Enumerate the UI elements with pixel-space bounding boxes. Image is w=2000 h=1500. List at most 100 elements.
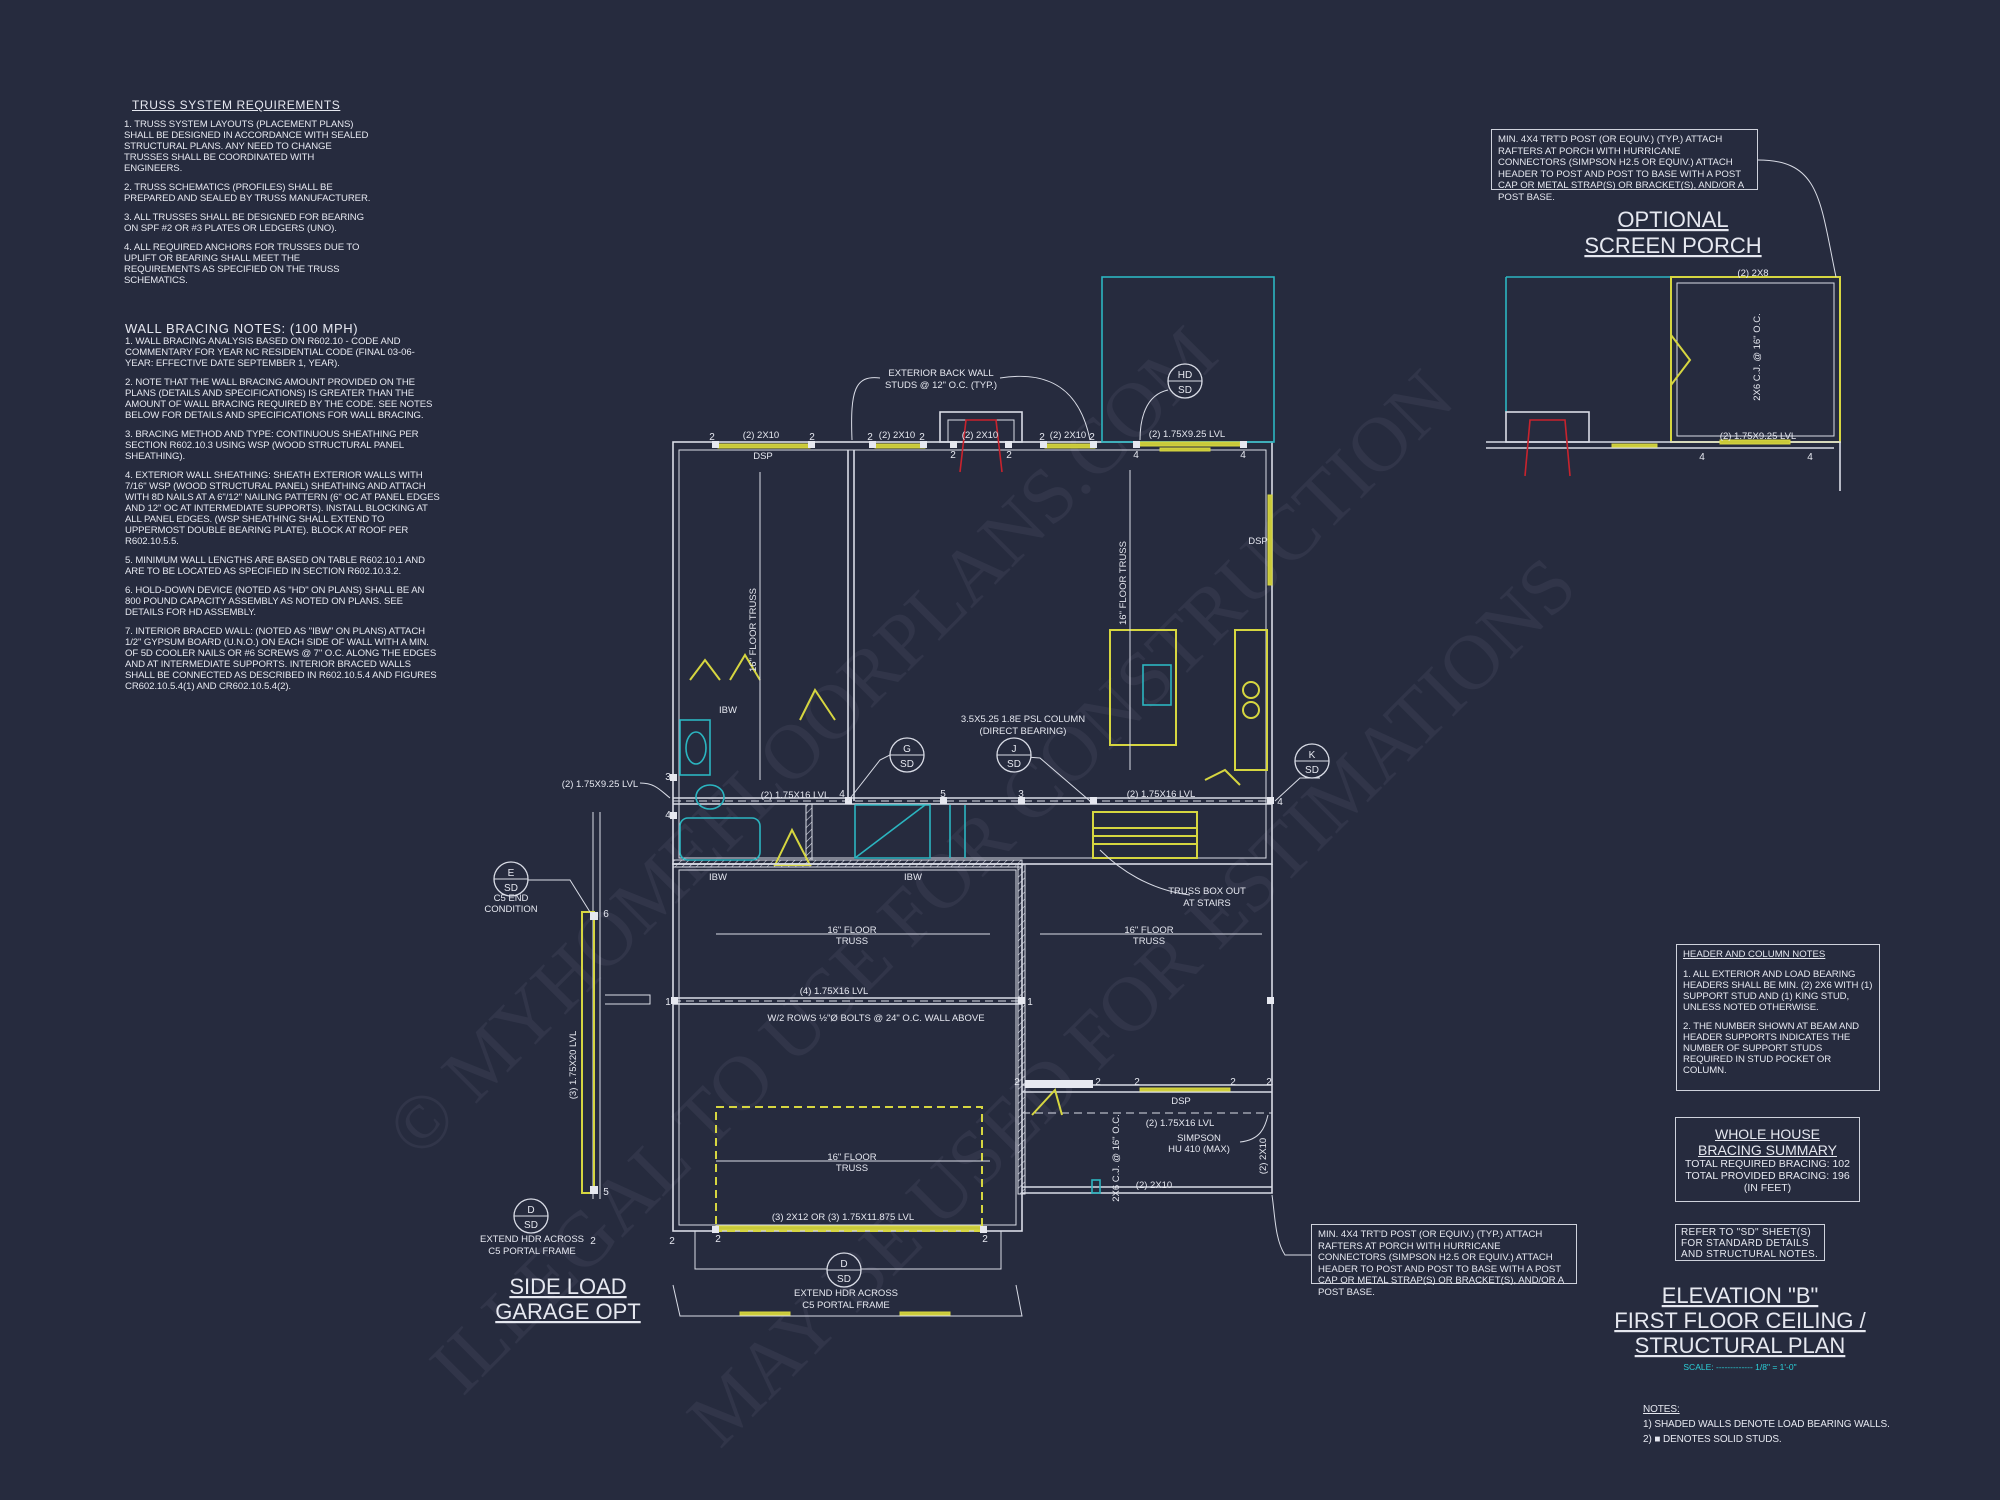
wall-bracing-note-item: 4. EXTERIOR WALL SHEATHING: SHEATH EXTER… xyxy=(125,470,440,547)
svg-text:(2) 1.75x16 LVL: (2) 1.75x16 LVL xyxy=(761,790,829,801)
svg-text:2: 2 xyxy=(982,1234,988,1245)
svg-text:OPTIONAL: OPTIONAL xyxy=(1617,207,1728,232)
wall-bracing-note-item: 6. HOLD-DOWN DEVICE (NOTED AS "HD" ON PL… xyxy=(125,585,425,618)
svg-text:2: 2 xyxy=(1266,1077,1272,1088)
bracing-summary-title: BRACING SUMMARY xyxy=(1698,1142,1837,1158)
svg-text:(4) 1.75x16 LVL: (4) 1.75x16 LVL xyxy=(800,986,868,997)
svg-text:(3) 1.75x20 LVL: (3) 1.75x20 LVL xyxy=(568,1031,579,1099)
svg-text:2: 2 xyxy=(809,432,815,443)
svg-text:(2) 2x10: (2) 2x10 xyxy=(1136,1180,1172,1191)
plan-notes: NOTES: 1) SHADED WALLS DENOTE LOAD BEARI… xyxy=(1643,1402,1903,1447)
svg-text:K: K xyxy=(1309,750,1316,761)
svg-text:C5 END: C5 END xyxy=(494,893,529,904)
fireplace xyxy=(959,419,1003,473)
svg-text:SD: SD xyxy=(900,759,914,770)
truss-note-item-list: 1. TRUSS SYSTEM LAYOUTS (PLACEMENT PLANS… xyxy=(124,119,374,286)
truss-system-notes: TRUSS SYSTEM REQUIREMENTS 1. TRUSS SYSTE… xyxy=(124,98,374,294)
svg-text:SD: SD xyxy=(1178,385,1192,396)
required-bracing: TOTAL REQUIRED BRACING: 102 xyxy=(1685,1158,1850,1170)
svg-text:(2) 2x10: (2) 2x10 xyxy=(743,430,779,441)
svg-text:SD: SD xyxy=(837,1274,851,1285)
detail-tag[interactable]: K SD xyxy=(1294,743,1330,779)
svg-text:2: 2 xyxy=(715,1234,721,1245)
svg-text:16" FLOOR TRUSS: 16" FLOOR TRUSS xyxy=(1118,541,1129,625)
svg-text:D: D xyxy=(527,1205,534,1216)
svg-text:2: 2 xyxy=(1006,450,1012,461)
svg-text:SD: SD xyxy=(504,883,518,894)
plan-notes-title: NOTES: xyxy=(1643,1404,1680,1415)
svg-text:IBW: IBW xyxy=(904,872,922,883)
svg-text:16" FLOOR: 16" FLOOR xyxy=(827,1152,876,1163)
svg-text:2: 2 xyxy=(1134,1077,1140,1088)
header-column-note-item: 1. ALL EXTERIOR AND LOAD BEARING HEADERS… xyxy=(1683,968,1873,1013)
svg-text:2x6 C.J. @ 16" O.C.: 2x6 C.J. @ 16" O.C. xyxy=(1752,313,1763,400)
svg-text:2: 2 xyxy=(1230,1077,1236,1088)
svg-text:2: 2 xyxy=(1039,432,1045,443)
svg-text:4: 4 xyxy=(1699,452,1705,463)
detail-tag[interactable]: ESD xyxy=(493,861,529,897)
header-column-note-item-list: 1. ALL EXTERIOR AND LOAD BEARING HEADERS… xyxy=(1683,969,1873,1076)
svg-text:STRUCTURAL PLAN: STRUCTURAL PLAN xyxy=(1635,1333,1846,1358)
main-house-walls xyxy=(581,276,1275,1317)
svg-text:CONDITION: CONDITION xyxy=(484,904,537,915)
wall-bracing-note-item: 7. INTERIOR BRACED WALL: (NOTED AS "IBW"… xyxy=(125,626,437,692)
truss-note-item: 3. ALL TRUSSES SHALL BE DESIGNED FOR BEA… xyxy=(124,212,364,234)
svg-text:5: 5 xyxy=(940,789,946,800)
svg-text:FIRST FLOOR CEILING /: FIRST FLOOR CEILING / xyxy=(1614,1308,1866,1333)
svg-text:(2) 1.75x9.25 LVL: (2) 1.75x9.25 LVL xyxy=(1720,431,1796,442)
screen-porch-labels: OPTIONAL SCREEN PORCH (2) 2x8 2x6 C.J. @… xyxy=(1584,207,1796,442)
detail-tag[interactable]: JSD xyxy=(996,737,1032,773)
svg-text:16" FLOOR TRUSS: 16" FLOOR TRUSS xyxy=(748,588,759,672)
svg-text:TRUSS BOX OUT: TRUSS BOX OUT xyxy=(1168,886,1246,897)
svg-text:2: 2 xyxy=(1014,1077,1020,1088)
svg-text:4: 4 xyxy=(1240,450,1246,461)
side-garage-beam xyxy=(581,911,595,1194)
svg-text:(2) 1.75x16 LVL: (2) 1.75x16 LVL xyxy=(1127,789,1195,800)
svg-text:5: 5 xyxy=(603,1187,609,1198)
svg-text:AT STAIRS: AT STAIRS xyxy=(1183,898,1231,909)
svg-text:SD: SD xyxy=(524,1220,538,1231)
wall-bracing-note-item: 1. WALL BRACING ANALYSIS BASED ON R602.1… xyxy=(125,336,415,369)
svg-text:2: 2 xyxy=(590,1236,596,1247)
refer-sd-note: REFER TO "SD" SHEET(S) FOR STANDARD DETA… xyxy=(1675,1224,1825,1261)
svg-text:DSP: DSP xyxy=(1248,536,1268,547)
truss-notes-title: TRUSS SYSTEM REQUIREMENTS xyxy=(132,98,341,112)
svg-text:(2) 1.75x9.25 LVL: (2) 1.75x9.25 LVL xyxy=(562,779,638,790)
screen-porch-plan xyxy=(1486,276,1841,491)
svg-text:4: 4 xyxy=(839,789,845,800)
truss-note-item: 1. TRUSS SYSTEM LAYOUTS (PLACEMENT PLANS… xyxy=(124,119,369,174)
svg-text:(2) 2x10: (2) 2x10 xyxy=(1258,1138,1269,1174)
sheet-title: ELEVATION "B" FIRST FLOOR CEILING / STRU… xyxy=(1614,1283,1866,1372)
detail-tag[interactable]: DSD xyxy=(826,1252,862,1288)
svg-text:HU 410 (MAX): HU 410 (MAX) xyxy=(1168,1144,1230,1155)
svg-text:W/2 ROWS ½"Ø BOLTS @ 24" O.C.: W/2 ROWS ½"Ø BOLTS @ 24" O.C. WALL ABOVE xyxy=(767,1013,984,1024)
detail-tag[interactable]: D SD xyxy=(513,1198,549,1234)
bracing-summary: WHOLE HOUSE BRACING SUMMARY TOTAL REQUIR… xyxy=(1675,1117,1860,1202)
svg-text:3.5x5.25 1.8E PSL COLUMN: 3.5x5.25 1.8E PSL COLUMN xyxy=(961,714,1085,725)
wall-bracing-note-item-list: 1. WALL BRACING ANALYSIS BASED ON R602.1… xyxy=(125,336,440,692)
svg-text:2: 2 xyxy=(669,1236,675,1247)
svg-text:C5 PORTAL FRAME: C5 PORTAL FRAME xyxy=(488,1246,575,1257)
svg-text:C5 PORTAL FRAME: C5 PORTAL FRAME xyxy=(802,1300,889,1311)
wall-bracing-note-item: 3. BRACING METHOD AND TYPE: CONTINUOUS S… xyxy=(125,429,419,462)
svg-text:2x6 C.J. @ 16" O.C.: 2x6 C.J. @ 16" O.C. xyxy=(1111,1114,1122,1201)
svg-text:IBW: IBW xyxy=(709,872,727,883)
svg-text:STUDS @ 12" O.C. (TYP.): STUDS @ 12" O.C. (TYP.) xyxy=(885,380,997,391)
svg-text:2: 2 xyxy=(709,432,715,443)
svg-text:SD: SD xyxy=(1305,765,1319,776)
svg-text:16" FLOOR: 16" FLOOR xyxy=(1124,925,1173,936)
bracing-summary-title: WHOLE HOUSE xyxy=(1714,1126,1820,1142)
svg-text:(3) 2x12 OR (3) 1.75x11.875 LV: (3) 2x12 OR (3) 1.75x11.875 LVL xyxy=(772,1212,914,1223)
svg-text:(2) 1.75x9.25 LVL: (2) 1.75x9.25 LVL xyxy=(1149,429,1225,440)
leader-lines xyxy=(525,159,1837,1256)
svg-text:IBW: IBW xyxy=(719,705,737,716)
svg-text:(2) 2x10: (2) 2x10 xyxy=(1050,430,1086,441)
detail-tag[interactable]: GSD xyxy=(889,737,925,773)
svg-text:4: 4 xyxy=(1277,797,1283,808)
svg-text:(2) 2x10: (2) 2x10 xyxy=(962,430,998,441)
plan-labels: EXTERIOR BACK WALL STUDS @ 12" O.C. (TYP… xyxy=(480,368,1269,1311)
svg-text:SD: SD xyxy=(1007,759,1021,770)
